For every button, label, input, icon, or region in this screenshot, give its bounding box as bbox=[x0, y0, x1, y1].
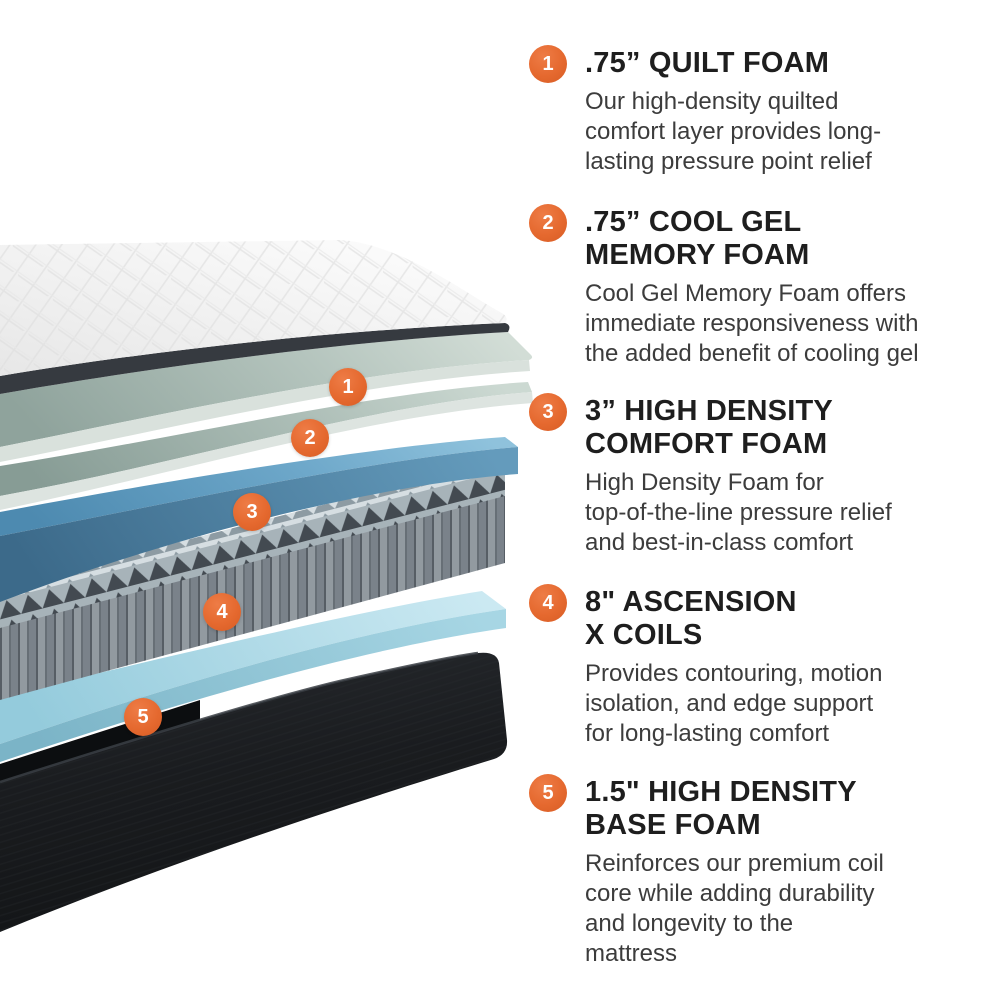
item-number-badge: 1 bbox=[529, 45, 567, 83]
layer-item-base-foam: 5 1.5" HIGH DENSITY BASE FOAM Reinforces… bbox=[529, 774, 991, 969]
layer-item-comfort-foam: 3 3” HIGH DENSITY COMFORT FOAM High Dens… bbox=[529, 393, 991, 558]
item-number-badge: 4 bbox=[529, 584, 567, 622]
description-line: isolation, and edge support bbox=[585, 690, 874, 717]
description-line: Cool Gel Memory Foam offers bbox=[585, 280, 906, 307]
layer-item-quilt-foam: 1 .75” QUILT FOAM Our high-density quilt… bbox=[529, 45, 991, 177]
item-number-badge: 5 bbox=[529, 774, 567, 812]
layer-item-ascension-x-coils: 4 8" ASCENSION X COILS Provides contouri… bbox=[529, 584, 991, 749]
layer-item-cool-gel-memory-foam: 2 .75” COOL GEL MEMORY FOAM Cool Gel Mem… bbox=[529, 204, 991, 369]
description-line: the added benefit of cooling gel bbox=[585, 340, 919, 367]
description-line: for long-lasting comfort bbox=[585, 720, 830, 747]
title-line: 3” HIGH DENSITY bbox=[585, 395, 833, 427]
layer-title: .75” COOL GEL MEMORY FOAM bbox=[585, 206, 991, 272]
layer-callout-badge-3: 3 bbox=[233, 493, 271, 531]
layer-title: 3” HIGH DENSITY COMFORT FOAM bbox=[585, 395, 991, 461]
title-line: MEMORY FOAM bbox=[585, 239, 810, 271]
layer-description: Our high-density quilted comfort layer p… bbox=[585, 87, 991, 177]
title-line: 8" ASCENSION bbox=[585, 586, 797, 618]
description-line: Provides contouring, motion bbox=[585, 660, 883, 687]
item-number-badge: 3 bbox=[529, 393, 567, 431]
layer-description: High Density Foam for top-of-the-line pr… bbox=[585, 468, 991, 558]
title-line: X COILS bbox=[585, 619, 703, 651]
layer-description: Reinforces our premium coil core while a… bbox=[585, 849, 991, 969]
layer-title: .75” QUILT FOAM bbox=[585, 47, 991, 80]
description-line: High Density Foam for bbox=[585, 469, 824, 496]
comfort-foam-slab bbox=[0, 437, 518, 602]
description-line: Reinforces our premium coil bbox=[585, 850, 884, 877]
coil-front-crests bbox=[0, 470, 505, 628]
description-line: top-of-the-line pressure relief bbox=[585, 499, 892, 526]
quilted-cover-layer bbox=[0, 240, 510, 394]
description-line: Our high-density quilted bbox=[585, 88, 839, 115]
description-line: immediate responsiveness with bbox=[585, 310, 919, 337]
item-number-badge: 2 bbox=[529, 204, 567, 242]
title-line: .75” COOL GEL bbox=[585, 206, 802, 238]
layer-callout-badge-1: 1 bbox=[329, 368, 367, 406]
description-line: comfort layer provides long- bbox=[585, 118, 882, 145]
cover-edge-trim bbox=[0, 323, 510, 394]
layer-description: Cool Gel Memory Foam offers immediate re… bbox=[585, 279, 991, 369]
layer-title: 8" ASCENSION X COILS bbox=[585, 586, 991, 652]
layer-callout-badge-4: 4 bbox=[203, 593, 241, 631]
gel-memory-foam-sheet-lower bbox=[0, 382, 533, 510]
title-line: 1.5" HIGH DENSITY bbox=[585, 776, 857, 808]
layer-title: 1.5" HIGH DENSITY BASE FOAM bbox=[585, 776, 991, 842]
title-line: BASE FOAM bbox=[585, 809, 761, 841]
description-line: and longevity to the bbox=[585, 910, 794, 937]
foundation-base-box bbox=[0, 651, 508, 932]
layer-description: Provides contouring, motion isolation, a… bbox=[585, 659, 991, 749]
coil-springs bbox=[0, 487, 505, 700]
layer-callout-badge-5: 5 bbox=[124, 698, 162, 736]
title-line: COMFORT FOAM bbox=[585, 428, 828, 460]
layer-callout-badge-2: 2 bbox=[291, 419, 329, 457]
description-line: and best-in-class comfort bbox=[585, 529, 854, 556]
title-line: .75” QUILT FOAM bbox=[585, 47, 830, 79]
mattress-exploded-view-graphic bbox=[0, 240, 533, 932]
description-line: lasting pressure point relief bbox=[585, 148, 872, 175]
base-foam-slab bbox=[0, 591, 506, 762]
gel-memory-foam-sheet-upper bbox=[0, 332, 533, 462]
description-line: mattress bbox=[585, 940, 678, 967]
description-line: core while adding durability bbox=[585, 880, 875, 907]
